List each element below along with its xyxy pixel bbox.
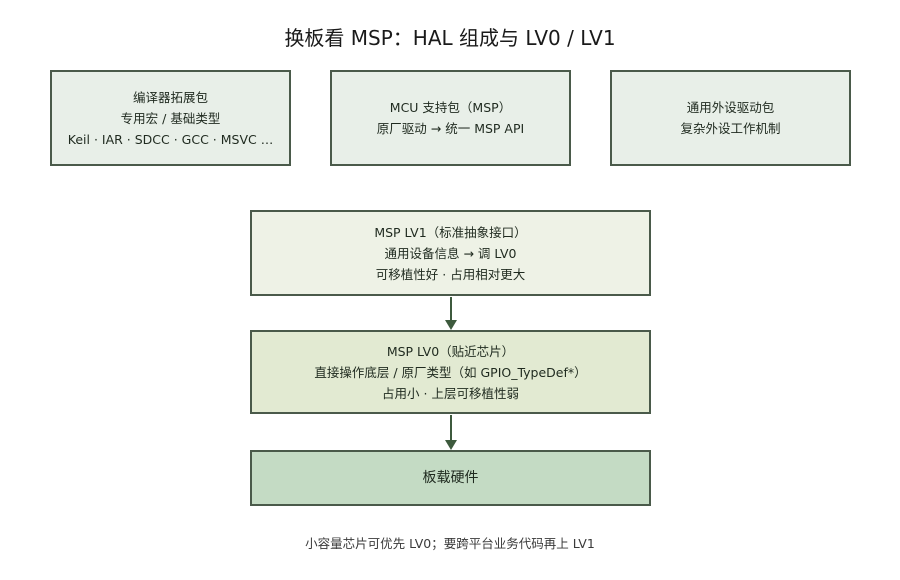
lv1-box-title: MSP LV1（标准抽象接口） <box>374 224 527 240</box>
hardware-box-label: 板载硬件 <box>422 469 479 486</box>
compiler-box-toolchains: Keil · IAR · SDCC · GCC · MSVC … <box>67 131 274 147</box>
board-hardware-box: 板载硬件 <box>250 450 651 506</box>
diagram-title: 换板看 MSP：HAL 组成与 LV0 / LV1 <box>284 26 616 50</box>
peripheral-box-desc: 复杂外设工作机制 <box>680 121 781 136</box>
lv0-box-title: MSP LV0（贴近芯片） <box>386 343 515 359</box>
lv1-box-desc: 通用设备信息 → 调 LV0 <box>384 245 517 261</box>
peripheral-driver-box: 通用外设驱动包 复杂外设工作机制 <box>610 70 851 166</box>
arrow-lv1-to-lv0 <box>445 297 457 330</box>
msp-lv1-box: MSP LV1（标准抽象接口） 通用设备信息 → 调 LV0 可移植性好 · 占… <box>250 210 651 296</box>
mcu-box-desc: 原厂驱动 → 统一 MSP API <box>376 121 525 136</box>
lv1-box-note: 可移植性好 · 占用相对更大 <box>375 266 526 282</box>
compiler-box-desc: 专用宏 / 基础类型 <box>120 110 221 126</box>
msp-lv0-box: MSP LV0（贴近芯片） 直接操作底层 / 原厂类型（如 GPIO_TypeD… <box>250 330 651 414</box>
compiler-box-title: 编译器拓展包 <box>132 89 208 105</box>
peripheral-box-title: 通用外设驱动包 <box>686 100 775 115</box>
compiler-extension-box: 编译器拓展包 专用宏 / 基础类型 Keil · IAR · SDCC · GC… <box>50 70 291 166</box>
arrow-lv0-to-hardware <box>445 415 457 450</box>
mcu-support-box: MCU 支持包（MSP） 原厂驱动 → 统一 MSP API <box>330 70 571 166</box>
mcu-box-title: MCU 支持包（MSP） <box>389 100 512 115</box>
footer-note: 小容量芯片可优先 LV0；要跨平台业务代码再上 LV1 <box>305 536 595 551</box>
lv0-box-desc: 直接操作底层 / 原厂类型（如 GPIO_TypeDef*） <box>314 364 587 380</box>
lv0-box-note: 占用小 · 上层可移植性弱 <box>382 385 519 401</box>
